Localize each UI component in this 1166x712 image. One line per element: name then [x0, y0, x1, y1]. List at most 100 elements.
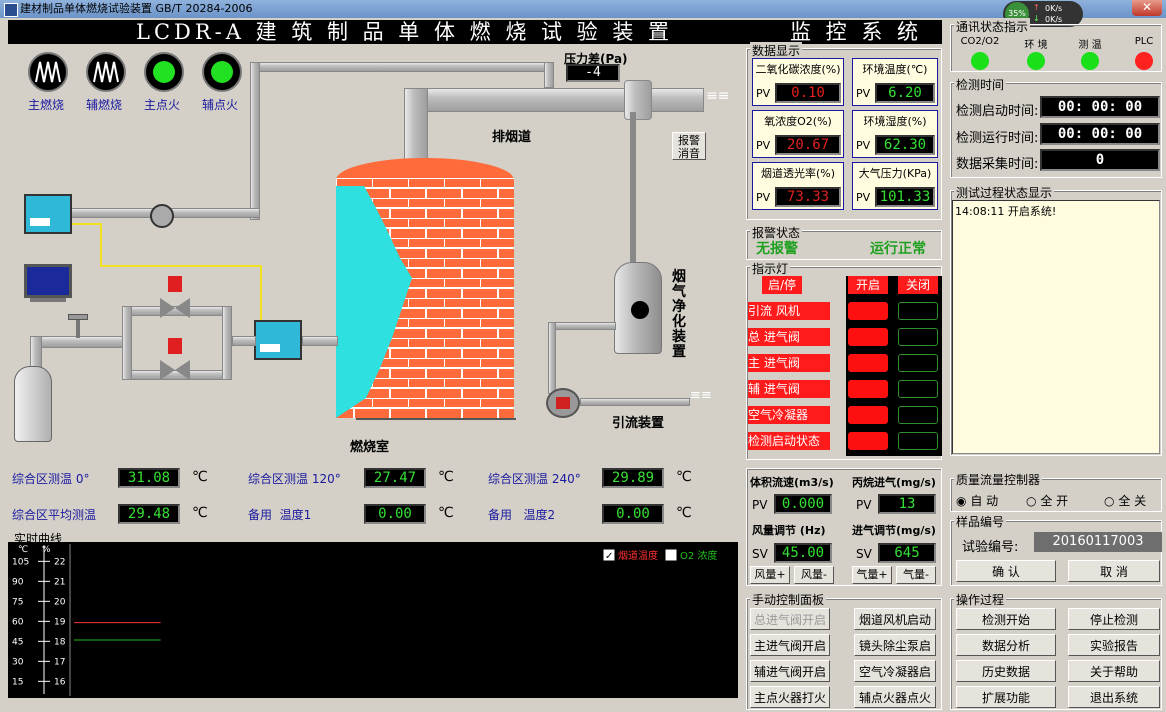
alarm-mute-button[interactable]: 报警消音: [672, 132, 706, 160]
fan-value[interactable]: 45.00: [774, 543, 832, 563]
temp-value: 0.00: [364, 504, 426, 524]
indicator-close-led: [898, 380, 938, 398]
run-state: 运行正常: [870, 241, 926, 257]
operation-button[interactable]: 扩展功能: [956, 686, 1056, 708]
gas-label: 进气调节(mg/s): [852, 524, 936, 537]
fan-plus-button[interactable]: 风量+: [750, 566, 790, 584]
aux-burner-icon[interactable]: [86, 52, 126, 92]
gas-minus-button[interactable]: 气量-: [896, 566, 936, 584]
indicator-open-led: [848, 302, 888, 320]
gas-plus-button[interactable]: 气量+: [852, 566, 892, 584]
data-cell-pv: PV: [856, 191, 871, 204]
radio-checked-icon: ◉: [956, 494, 967, 508]
chart-legend-checkbox: [665, 549, 677, 561]
data-cell-value: 101.33: [875, 187, 935, 207]
exhaust-outlet-icon: ≡≡: [706, 88, 730, 104]
indicator-close-led: [898, 406, 938, 424]
temp-value: 29.89: [602, 468, 664, 488]
indicator-label: 辅 进气阀: [748, 380, 830, 398]
gas-pipe-top: [250, 62, 552, 72]
chart-right-tick-label: 22: [54, 557, 65, 567]
manual-control-button[interactable]: 镜头除尘泵启: [854, 634, 936, 656]
purifier-label: 烟气净化装置: [672, 269, 686, 360]
manual-control-button[interactable]: 烟道风机启动: [854, 608, 936, 630]
temp-unit: ℃: [192, 469, 208, 485]
banner-title: LCDR-A 建 筑 制 品 单 体 燃 烧 试 验 装 置: [136, 20, 674, 44]
manual-control-button[interactable]: 总进气阀开启: [750, 608, 830, 630]
manual-control-button[interactable]: 主点火器打火: [750, 686, 830, 708]
operation-button[interactable]: 停止检测: [1068, 608, 1160, 630]
temp-label: 备用 温度2: [488, 508, 556, 522]
manual-control-button[interactable]: 辅进气阀开启: [750, 660, 830, 682]
manual-group: [746, 598, 942, 710]
temp-unit: ℃: [676, 469, 692, 485]
manual-control-button[interactable]: 主进气阀开启: [750, 634, 830, 656]
comm-label: PLC: [1134, 36, 1154, 47]
sample-group: [950, 520, 1162, 586]
propane-value: 13: [878, 494, 936, 514]
operation-button[interactable]: 检测开始: [956, 608, 1056, 630]
log-panel[interactable]: 14:08:11 开启系统!: [952, 200, 1160, 454]
purifier-outlet-pipe: [548, 322, 616, 330]
signal-wire-h: [100, 265, 262, 267]
aux-valve-icon[interactable]: [160, 338, 190, 384]
operation-button[interactable]: 历史数据: [956, 660, 1056, 682]
indicator-label: 检测启动状态: [748, 432, 830, 450]
pressure-value: -4: [566, 64, 620, 82]
run-time-label: 检测运行时间:: [956, 131, 1039, 146]
temp-label: 综合区测温 0°: [12, 472, 90, 486]
gas-meter-icon: [150, 204, 174, 228]
temp-value: 0.00: [602, 504, 664, 524]
indicator-open-led: [848, 432, 888, 450]
log-line: 14:08:11 开启系统!: [955, 205, 1057, 218]
fan-minus-button[interactable]: 风量-: [794, 566, 834, 584]
operation-button[interactable]: 关于帮助: [1068, 660, 1160, 682]
sample-time-value: 0: [1040, 149, 1160, 171]
valve-outlet-pipe: [232, 336, 256, 346]
main-valve-icon[interactable]: [160, 276, 190, 322]
valve-loop-left: [122, 306, 132, 380]
cancel-button[interactable]: 取 消: [1068, 560, 1160, 582]
mass-flow-open-radio[interactable]: ○ 全 开: [1026, 492, 1068, 509]
main-burner-icon[interactable]: [28, 52, 68, 92]
confirm-button[interactable]: 确 认: [956, 560, 1056, 582]
ops-title: 操作过程: [954, 591, 1007, 608]
gas-cylinder-icon: [14, 366, 52, 442]
operation-button[interactable]: 实验报告: [1068, 634, 1160, 656]
manual-control-button[interactable]: 辅点火器点火: [854, 686, 936, 708]
sample-id-input[interactable]: 20160117003: [1034, 532, 1162, 552]
chart-left-tick-label: 90: [12, 577, 24, 587]
indicator-close-led: [898, 302, 938, 320]
checkmark-icon: ✓: [605, 551, 613, 562]
time-group: [950, 82, 1162, 178]
manual-control-button[interactable]: 空气冷凝器启: [854, 660, 936, 682]
propane-pv: PV: [856, 498, 872, 512]
data-cell-pv: PV: [856, 87, 871, 100]
temp-unit: ℃: [438, 505, 454, 521]
mass-flow-close-label: 全 关: [1118, 494, 1147, 508]
close-button[interactable]: ✕: [1132, 0, 1162, 16]
main-igniter-icon[interactable]: [144, 52, 184, 92]
chamber-inlet-pipe: [302, 336, 338, 346]
temp-value: 31.08: [118, 468, 180, 488]
mass-flow-auto-radio[interactable]: ◉ 自 动: [956, 492, 998, 509]
mass-flow-group: [950, 478, 1162, 512]
mass-flow-close-radio[interactable]: ○ 全 关: [1104, 492, 1146, 509]
operation-button[interactable]: 数据分析: [956, 634, 1056, 656]
comm-status-led: [1135, 52, 1153, 70]
burn-chamber-drawing: [336, 158, 514, 418]
chart-left-unit: ℃: [18, 545, 28, 555]
aux-igniter-icon[interactable]: [202, 52, 242, 92]
chart-right-tick-label: 18: [54, 637, 66, 647]
operation-button[interactable]: 退出系统: [1068, 686, 1160, 708]
indicator-close-led: [898, 354, 938, 372]
gas-value[interactable]: 645: [878, 543, 936, 563]
chart-right-unit: %: [42, 545, 51, 555]
aux-igniter-label: 辅点火: [202, 98, 239, 112]
